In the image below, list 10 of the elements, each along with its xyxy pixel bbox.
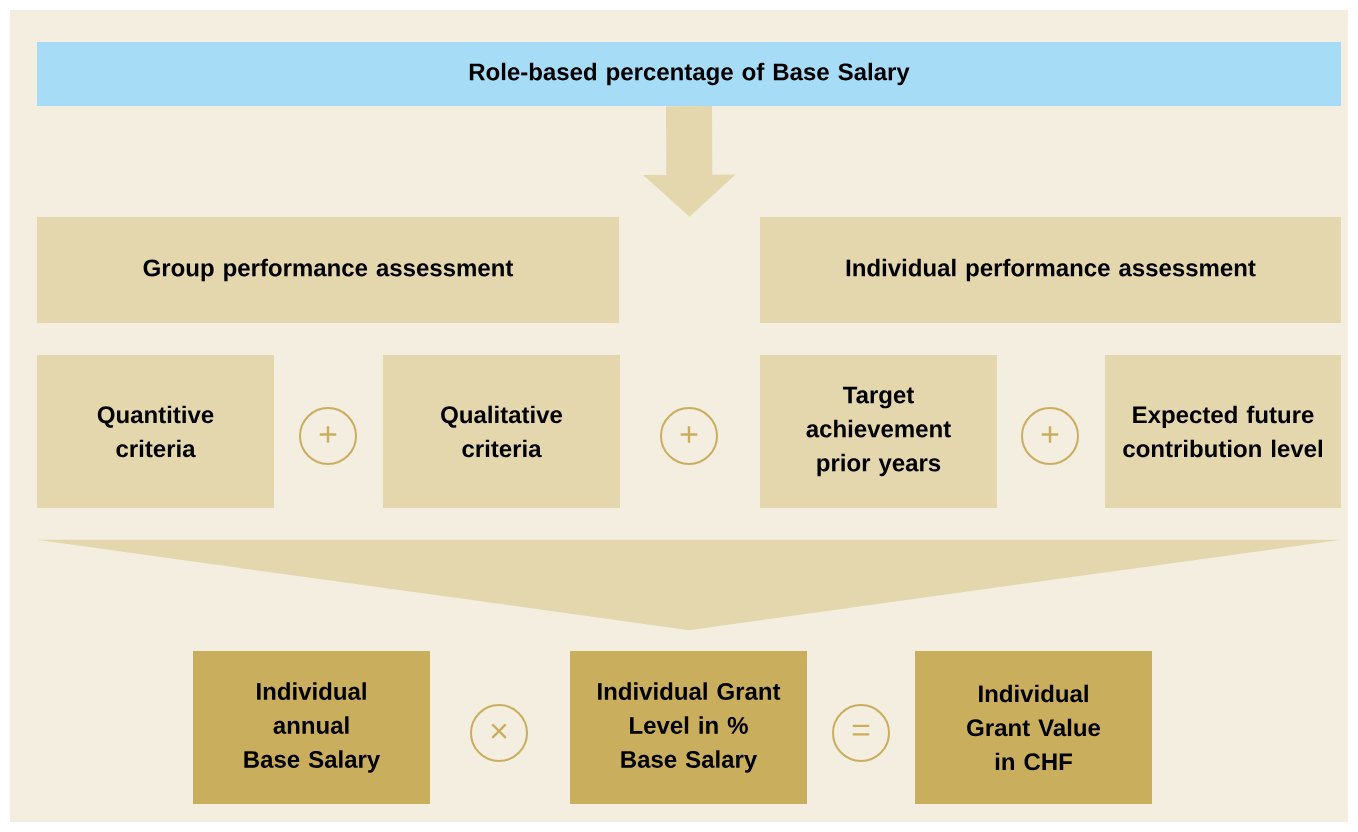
criteria-box: Qualitative criteria <box>383 355 620 508</box>
section-box: Group performance assessment <box>37 217 619 323</box>
header-bar: Role-based percentage of Base Salary <box>37 42 1341 106</box>
result-box: Individual Grant Value in CHF <box>915 651 1152 804</box>
criteria-box: Target achievement prior years <box>760 355 997 508</box>
result-box: Individual Grant Level in % Base Salary <box>570 651 807 804</box>
section-box: Individual performance assessment <box>760 217 1341 323</box>
result-box: Individual annual Base Salary <box>193 651 430 804</box>
criteria-box: Expected future contribution level <box>1105 355 1341 508</box>
criteria-box: Quantitive criteria <box>37 355 274 508</box>
